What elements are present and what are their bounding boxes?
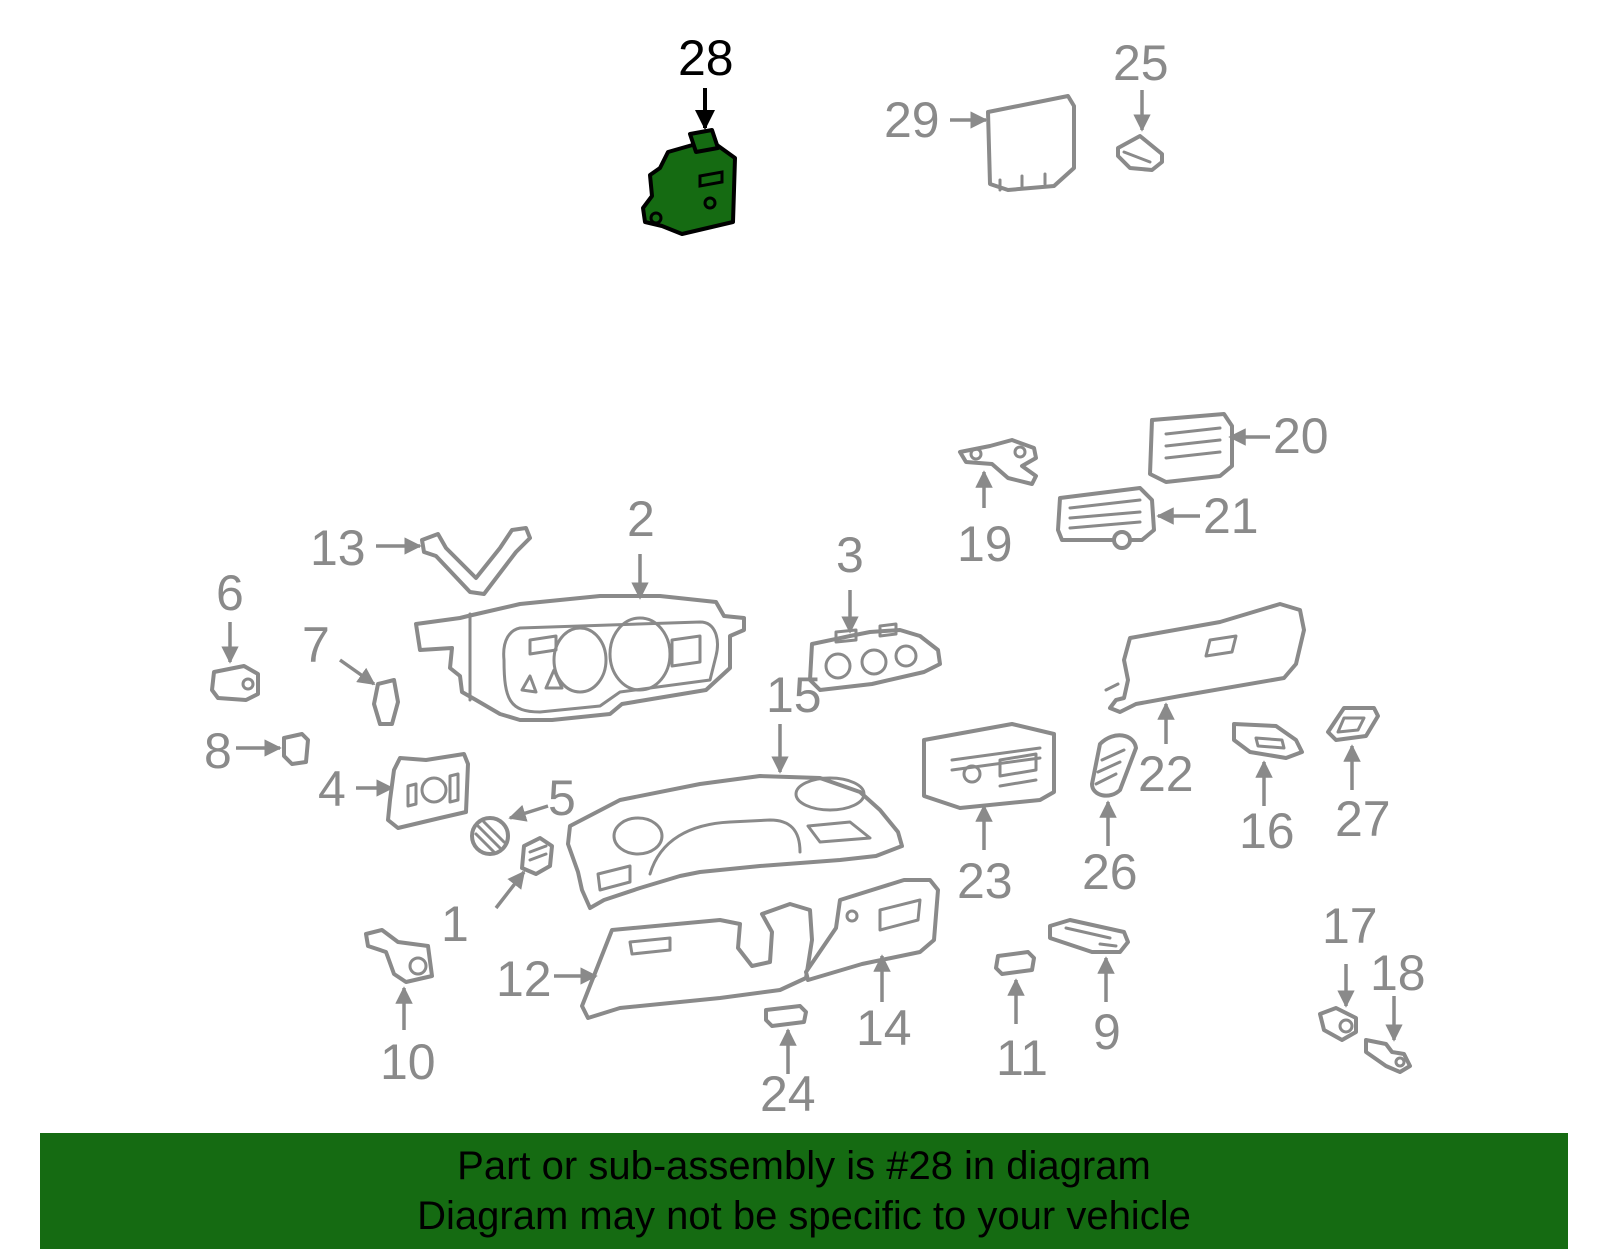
part-15-glove-box-door[interactable] — [1104, 602, 1306, 714]
part-13-bracket[interactable] — [420, 526, 532, 596]
part-1-instrument-panel[interactable] — [566, 774, 904, 910]
part-5-knob[interactable] — [470, 816, 510, 856]
part-20-vent[interactable] — [1148, 412, 1234, 484]
banner-line-2: Diagram may not be specific to your vehi… — [417, 1194, 1191, 1238]
callout-5-label[interactable]: 5 — [548, 770, 576, 826]
part-19-bracket[interactable] — [958, 438, 1038, 486]
callout-21-label[interactable]: 21 — [1203, 488, 1259, 544]
callout-24-label[interactable]: 24 — [760, 1066, 816, 1122]
callout-20-label[interactable]: 20 — [1273, 408, 1329, 464]
part-4-bezel[interactable] — [386, 752, 470, 830]
callout-28-label[interactable]: 28 — [678, 30, 734, 86]
part-7-switch[interactable] — [372, 678, 400, 726]
callout-13-label[interactable]: 13 — [310, 520, 366, 576]
callout-2-label[interactable]: 2 — [627, 491, 655, 547]
callout-7-label[interactable]: 7 — [302, 617, 330, 673]
callout-15-label[interactable]: 22 — [1138, 746, 1194, 802]
part-28-module[interactable] — [641, 128, 737, 236]
part-3-climate-control[interactable] — [808, 622, 942, 692]
callout-10-label[interactable]: 10 — [380, 1034, 436, 1090]
callout-18-label[interactable]: 18 — [1370, 945, 1426, 1001]
callout-5-arrow — [508, 804, 549, 822]
banner-line-1: Part or sub-assembly is #28 in diagram — [457, 1144, 1151, 1188]
part-10-sensor[interactable] — [364, 928, 434, 984]
callout-26-arrow — [494, 870, 526, 910]
callout-27-label[interactable]: 23 — [957, 853, 1013, 909]
part-21-vent[interactable] — [1056, 486, 1156, 550]
part-9-connector[interactable] — [1048, 918, 1130, 954]
callout-9-label[interactable]: 9 — [1093, 1004, 1121, 1060]
callout-11-label[interactable]: 11 — [996, 1030, 1048, 1086]
info-banner: Part or sub-assembly is #28 in diagram D… — [40, 1133, 1568, 1249]
callout-7-arrow — [338, 658, 376, 686]
callout-12-label[interactable]: 12 — [496, 951, 552, 1007]
callout-23-label[interactable]: 26 — [1082, 844, 1138, 900]
callout-25-label[interactable]: 25 — [1113, 35, 1169, 91]
part-18-key[interactable] — [1364, 1038, 1412, 1074]
part-17-lock-cylinder[interactable] — [1318, 1006, 1358, 1042]
callout-16-label[interactable]: 27 — [1335, 791, 1391, 847]
part-25-clip[interactable] — [1116, 134, 1164, 172]
part-29-module[interactable] — [986, 94, 1076, 192]
callout-19-label[interactable]: 19 — [957, 516, 1013, 572]
callout-17-label[interactable]: 17 — [1322, 898, 1378, 954]
callout-26-label[interactable]: 1 — [441, 896, 469, 952]
callout-8-label[interactable]: 8 — [204, 723, 232, 779]
callout-1-label[interactable]: 15 — [766, 667, 822, 723]
part-16-bezel[interactable] — [1326, 706, 1380, 742]
part-6-switch[interactable] — [210, 664, 260, 702]
part-26-switch[interactable] — [520, 836, 554, 876]
callout-29-label[interactable]: 29 — [884, 92, 940, 148]
part-23-grille[interactable] — [1090, 733, 1138, 798]
callout-4-label[interactable]: 4 — [318, 761, 346, 817]
part-28-body — [641, 138, 737, 236]
part-11-clip[interactable] — [994, 950, 1036, 976]
part-8-switch[interactable] — [282, 732, 310, 766]
part-12-bolster[interactable] — [580, 902, 814, 1020]
callout-22-label[interactable]: 16 — [1239, 803, 1295, 859]
part-27-radio[interactable] — [922, 722, 1056, 810]
part-24-clip[interactable] — [764, 1004, 808, 1028]
part-22-switch[interactable] — [1232, 722, 1304, 760]
callout-3-label[interactable]: 3 — [836, 527, 864, 583]
part-14-panel[interactable] — [804, 878, 940, 982]
callout-14-label[interactable]: 14 — [856, 1000, 912, 1056]
part-2-instrument-cluster[interactable] — [414, 594, 746, 722]
callout-6-label[interactable]: 6 — [216, 565, 244, 621]
part-28-connector — [688, 128, 720, 154]
